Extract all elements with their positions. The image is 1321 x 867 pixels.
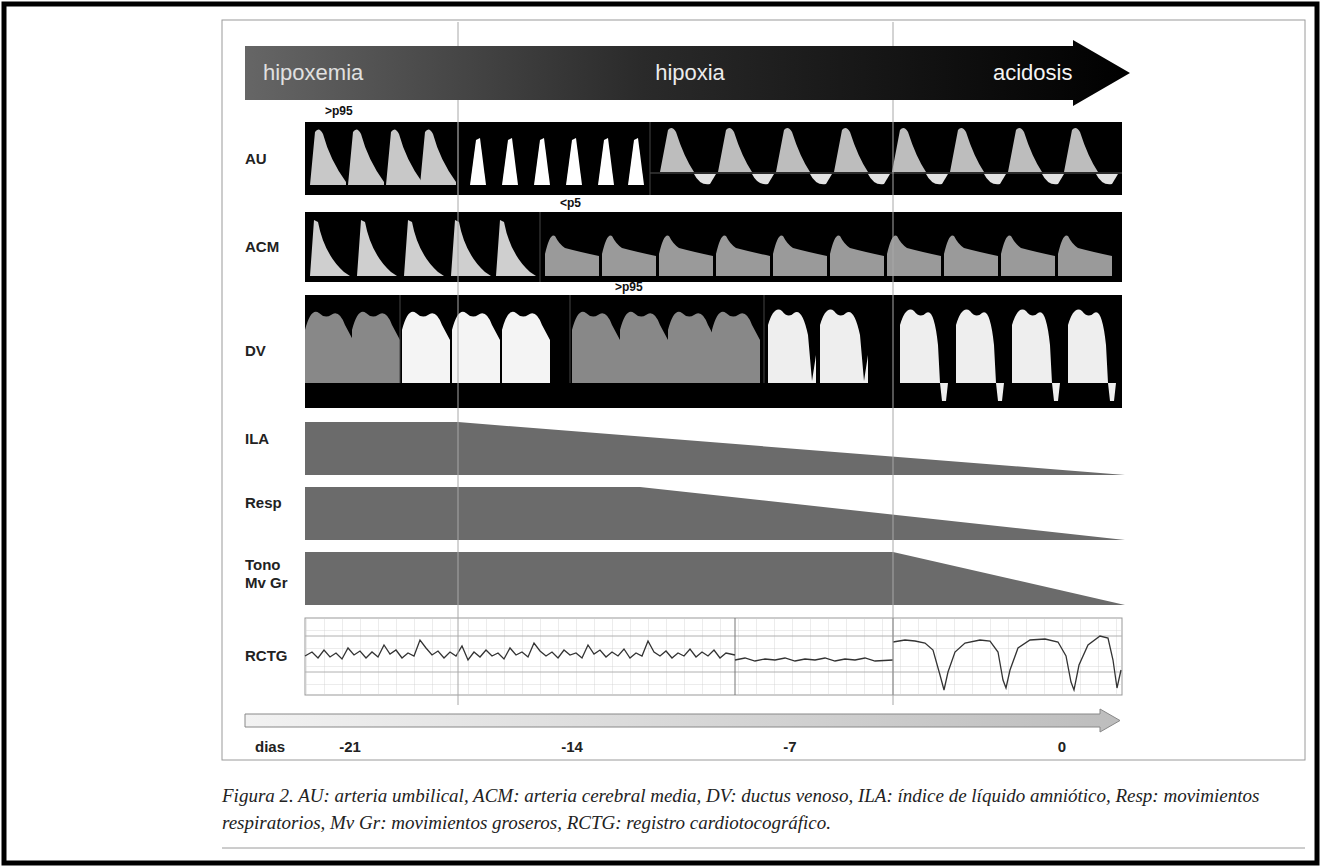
umbilical-artery-doppler bbox=[305, 122, 1122, 195]
row-label: AU bbox=[245, 150, 267, 168]
row-label: Tono Mv Gr bbox=[245, 556, 297, 592]
row-label: ACM bbox=[245, 238, 279, 256]
outer-frame bbox=[4, 4, 1317, 863]
days-arrow bbox=[245, 709, 1120, 732]
percentile-note: <p5 bbox=[560, 196, 581, 210]
figure-caption: Figura 2. AU: arteria umbilical, ACM: ar… bbox=[222, 782, 1305, 836]
percentile-note: >p95 bbox=[615, 280, 643, 294]
breathing-wedge bbox=[305, 487, 1125, 540]
day-tick: -7 bbox=[783, 738, 796, 756]
row-label: Resp bbox=[245, 494, 282, 512]
row-label: DV bbox=[245, 342, 266, 360]
phase-divider bbox=[893, 22, 894, 705]
middle-cerebral-artery-doppler bbox=[305, 212, 1122, 282]
phase-label: hipoxia bbox=[655, 60, 725, 86]
ductus-venosus-doppler bbox=[305, 295, 1122, 408]
day-tick: -14 bbox=[561, 738, 583, 756]
day-tick: 0 bbox=[1058, 738, 1066, 756]
phase-label: acidosis bbox=[993, 60, 1072, 86]
axis-title: dias bbox=[255, 738, 285, 756]
figure-panel bbox=[222, 20, 1305, 760]
tone-movement-wedge bbox=[305, 552, 1125, 605]
amniotic-fluid-wedge bbox=[305, 422, 1125, 475]
arrow-body bbox=[245, 40, 1130, 106]
percentile-note: >p95 bbox=[325, 104, 353, 118]
row-label: ILA bbox=[245, 430, 269, 448]
phase-divider bbox=[458, 22, 459, 705]
phase-arrow: hipoxemia hipoxia acidosis bbox=[245, 40, 1130, 106]
cardiotocography-trace bbox=[305, 618, 1122, 695]
caption-rule bbox=[222, 848, 1305, 849]
row-label: RCTG bbox=[245, 647, 288, 665]
day-tick: -21 bbox=[339, 738, 361, 756]
phase-label: hipoxemia bbox=[263, 60, 363, 86]
